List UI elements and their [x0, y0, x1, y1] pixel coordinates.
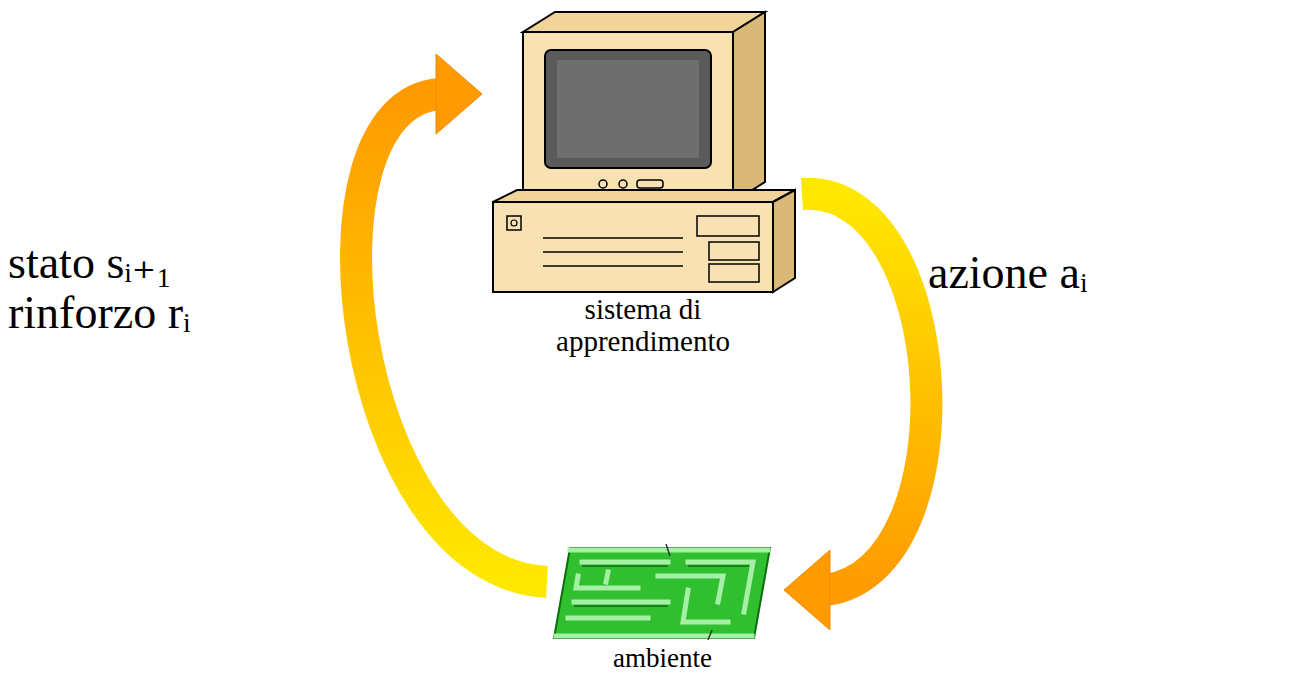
- edge-label: stato sᵢ₊₁ rinforzo rᵢ: [8, 238, 258, 337]
- learning-system-node: sistema di apprendimento: [478, 2, 808, 358]
- flow-arrow: [356, 54, 547, 582]
- edge-label: azione aᵢ: [928, 248, 1258, 298]
- node-label: sistema di apprendimento: [538, 294, 748, 358]
- node-label: ambiente: [563, 644, 763, 674]
- environment-node: ambiente: [545, 542, 780, 674]
- computer-illustration: [483, 2, 803, 294]
- maze-illustration: [548, 542, 778, 644]
- flow-arrow: [784, 194, 926, 630]
